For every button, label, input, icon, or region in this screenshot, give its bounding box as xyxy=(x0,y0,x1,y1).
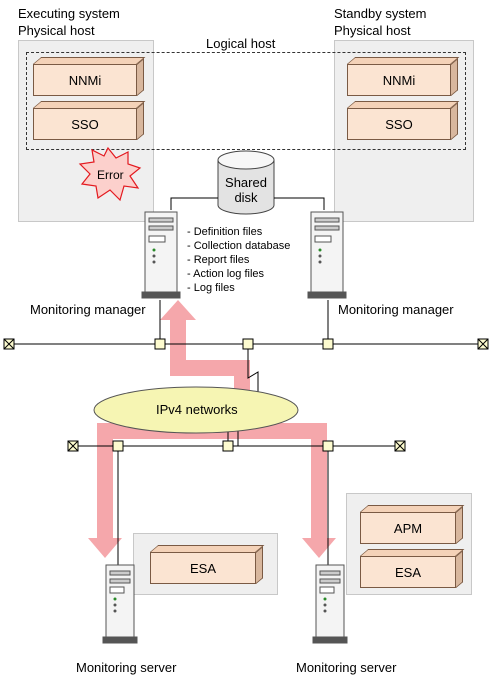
manager-left-label: Monitoring manager xyxy=(30,302,146,317)
server-right-apm-box: APM xyxy=(360,512,456,544)
executing-nnmi-box: NNMi xyxy=(33,64,137,96)
file-item: - Definition files xyxy=(187,226,263,238)
executing-title-line1: Executing system xyxy=(18,6,120,21)
executing-sso-box: SSO xyxy=(33,108,137,140)
ipv4-network-ellipse xyxy=(93,386,299,434)
shared-file-list: - Definition files - Collection database… xyxy=(187,225,290,295)
standby-title-line2: Physical host xyxy=(334,23,411,38)
shared-disk-line1: Shared xyxy=(225,175,267,190)
server-right-esa-box: ESA xyxy=(360,556,456,588)
manager-right-label: Monitoring manager xyxy=(338,302,454,317)
file-item: - Report files xyxy=(187,254,250,266)
standby-title-line1: Standby system xyxy=(334,6,427,21)
server-left-esa-box: ESA xyxy=(150,552,256,584)
manager-right-computer xyxy=(307,211,347,299)
server-right-computer xyxy=(312,564,348,644)
logical-host-label: Logical host xyxy=(206,36,276,51)
standby-host-title: Standby system Physical host xyxy=(334,5,427,39)
executing-host-title: Executing system Physical host xyxy=(18,5,120,39)
logical-host-outline xyxy=(26,52,466,150)
shared-disk-line2: disk xyxy=(234,190,258,205)
standby-sso-box: SSO xyxy=(347,108,451,140)
error-burst-icon xyxy=(78,146,142,202)
network-label: IPv4 networks xyxy=(156,402,238,417)
shared-disk-icon xyxy=(217,150,275,215)
shared-disk-label: Shared disk xyxy=(222,175,270,205)
server-left-computer xyxy=(102,564,138,644)
file-item: - Collection database xyxy=(187,240,291,252)
server-right-label: Monitoring server xyxy=(296,660,397,675)
server-left-label: Monitoring server xyxy=(76,660,177,675)
standby-nnmi-box: NNMi xyxy=(347,64,451,96)
error-label: Error xyxy=(97,168,124,182)
file-item: - Action log files xyxy=(187,268,265,280)
file-item: - Log files xyxy=(187,282,235,294)
executing-title-line2: Physical host xyxy=(18,23,95,38)
manager-left-computer xyxy=(141,211,181,299)
